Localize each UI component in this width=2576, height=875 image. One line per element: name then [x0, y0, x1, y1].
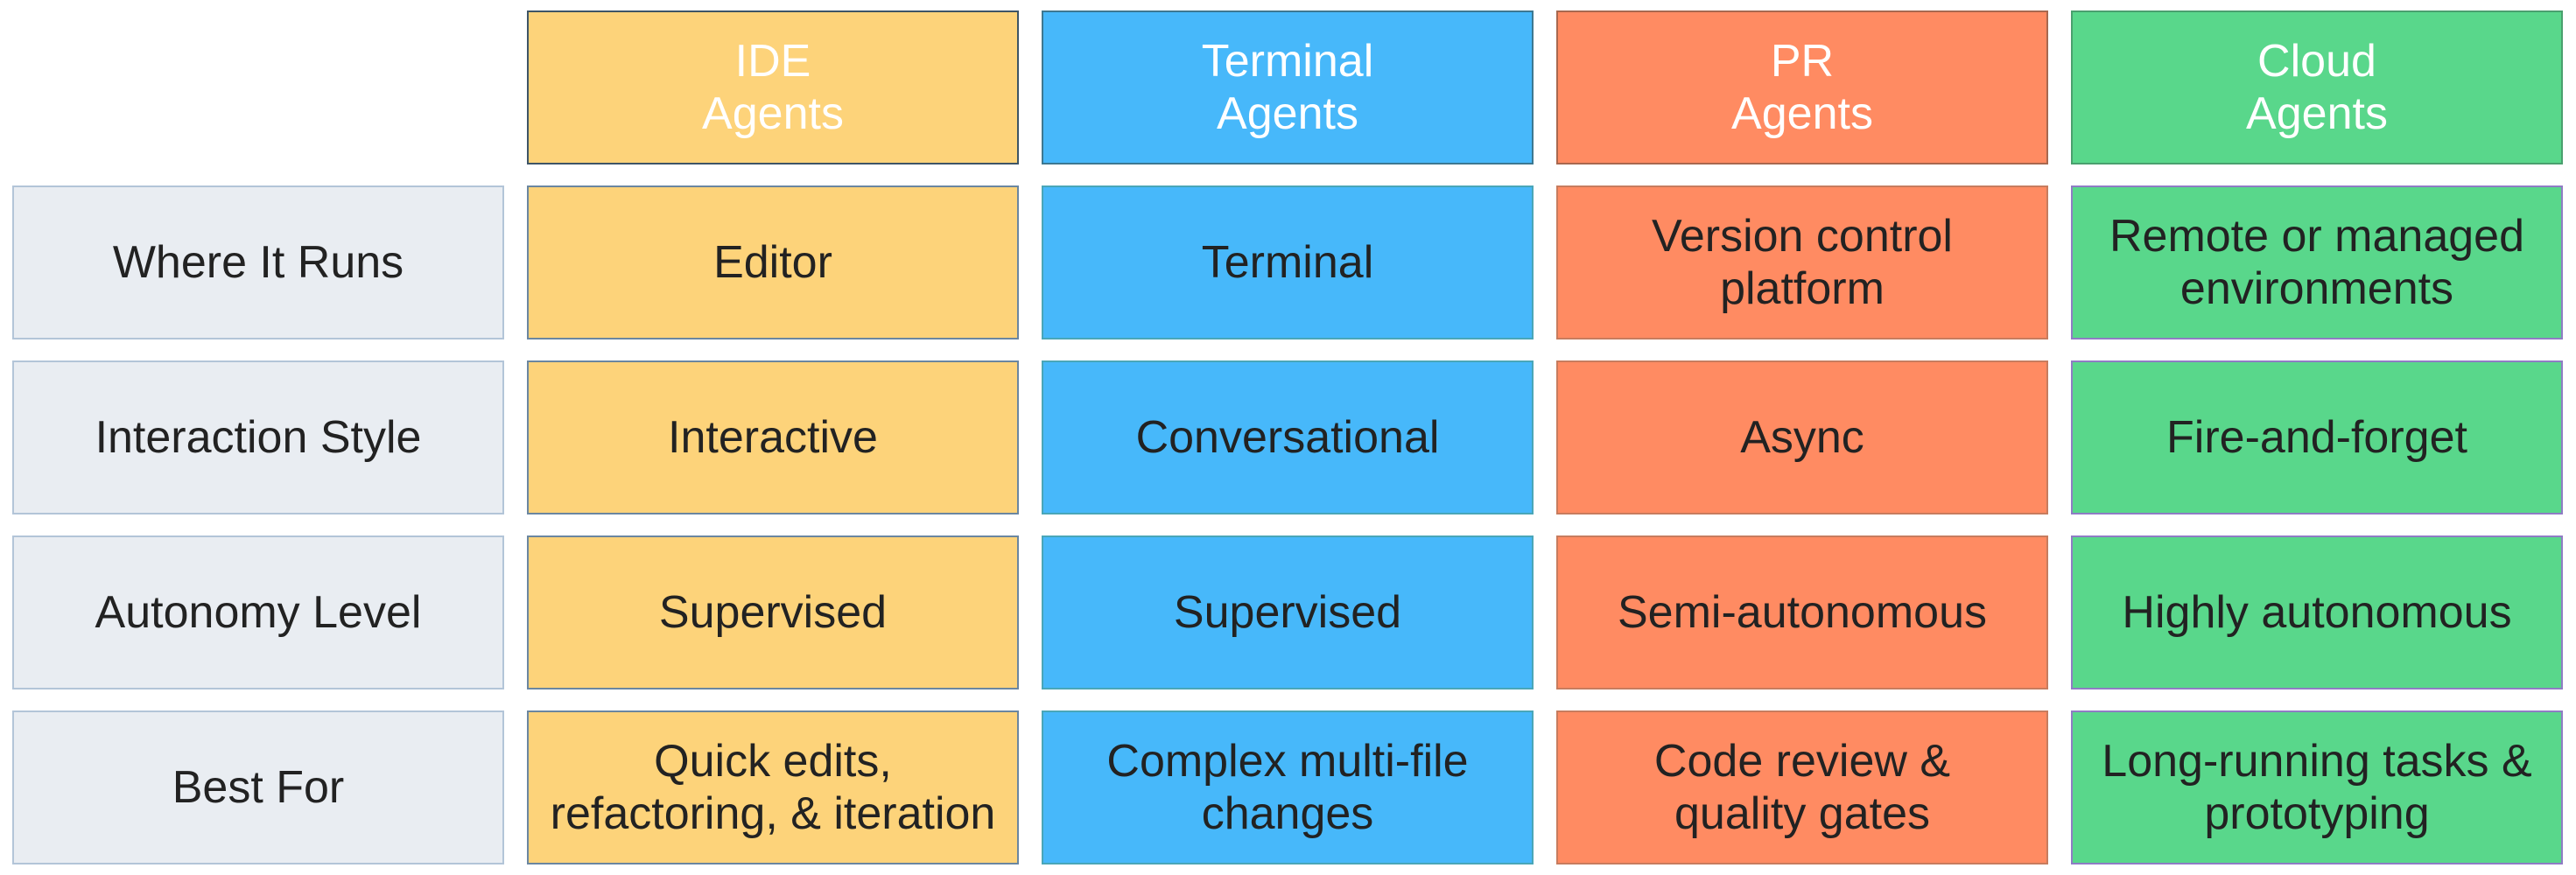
row-label-autonomy-level: Autonomy Level [12, 536, 504, 690]
header-cloud-agents: Cloud Agents [2071, 10, 2563, 164]
row-label-interaction-style: Interaction Style [12, 360, 504, 514]
cell-pr-autonomy-level: Semi-autonomous [1556, 536, 2048, 690]
cell-ide-best-for: Quick edits, refactoring, & iteration [527, 710, 1019, 864]
row-label-best-for: Best For [12, 710, 504, 864]
comparison-table: IDE Agents Terminal Agents PR Agents Clo… [12, 10, 2563, 864]
cell-cloud-where-it-runs: Remote or managed environments [2071, 186, 2563, 340]
cell-terminal-where-it-runs: Terminal [1042, 186, 1534, 340]
cell-terminal-interaction-style: Conversational [1042, 360, 1534, 514]
cell-cloud-autonomy-level: Highly autonomous [2071, 536, 2563, 690]
cell-terminal-autonomy-level: Supervised [1042, 536, 1534, 690]
corner-cell [12, 10, 504, 164]
cell-ide-where-it-runs: Editor [527, 186, 1019, 340]
cell-cloud-interaction-style: Fire-and-forget [2071, 360, 2563, 514]
header-terminal-agents: Terminal Agents [1042, 10, 1534, 164]
header-pr-agents: PR Agents [1556, 10, 2048, 164]
cell-pr-interaction-style: Async [1556, 360, 2048, 514]
row-label-where-it-runs: Where It Runs [12, 186, 504, 340]
cell-ide-autonomy-level: Supervised [527, 536, 1019, 690]
cell-pr-where-it-runs: Version control platform [1556, 186, 2048, 340]
cell-ide-interaction-style: Interactive [527, 360, 1019, 514]
cell-terminal-best-for: Complex multi-file changes [1042, 710, 1534, 864]
cell-pr-best-for: Code review & quality gates [1556, 710, 2048, 864]
header-ide-agents: IDE Agents [527, 10, 1019, 164]
cell-cloud-best-for: Long-running tasks & prototyping [2071, 710, 2563, 864]
